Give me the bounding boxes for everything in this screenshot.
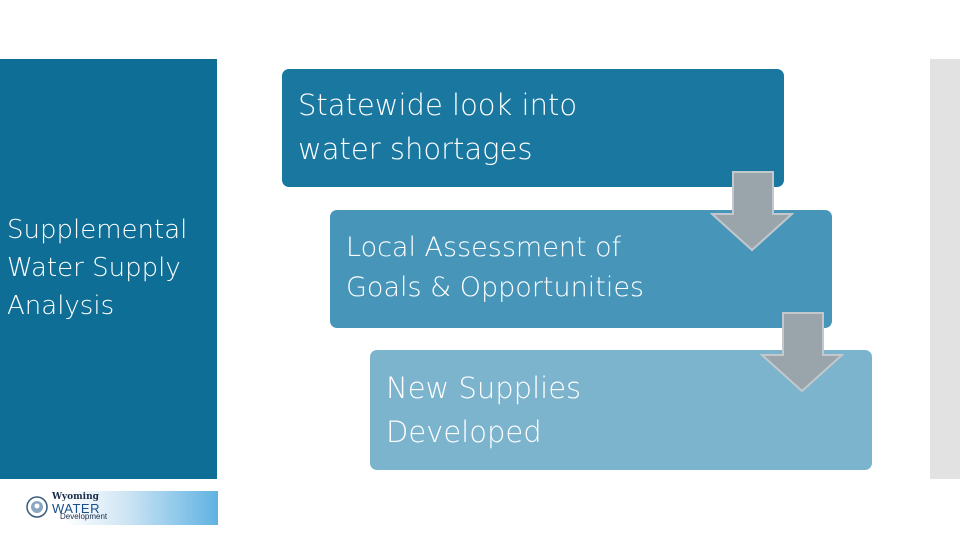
- left-title-panel: Supplemental Water Supply Analysis: [0, 59, 217, 479]
- state-seal-icon: [26, 496, 48, 518]
- process-step-1: Statewide look into water shortages: [282, 69, 784, 187]
- logo-text-top: Wyoming: [52, 492, 99, 502]
- logo-text-sub: Development: [60, 512, 108, 521]
- water-development-logo: Wyoming WATER Development: [12, 491, 218, 525]
- logo-text-main: WATER: [52, 501, 100, 516]
- down-arrow-icon: [760, 312, 844, 393]
- slide-title: Supplemental Water Supply Analysis: [7, 215, 188, 321]
- down-arrow-icon: [710, 171, 794, 252]
- right-edge-bar: [930, 59, 960, 479]
